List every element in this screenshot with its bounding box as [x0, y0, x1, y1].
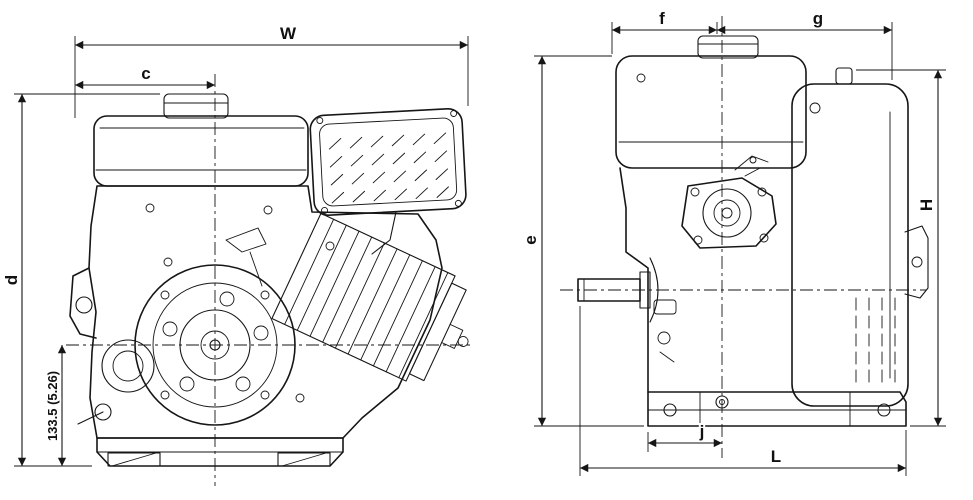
- engine-body-side: [69, 185, 443, 439]
- dimension-h: H: [856, 69, 946, 427]
- crankshaft: [577, 271, 651, 309]
- dim-label-w: W: [280, 24, 297, 43]
- mounting-base-side: [96, 437, 344, 467]
- dim-label-shaft-height: 133.5 (5.26): [45, 371, 60, 441]
- dimension-f: f: [611, 7, 718, 54]
- dim-label-j: j: [699, 422, 705, 441]
- dimension-c: c: [75, 62, 215, 90]
- dim-label-l: L: [771, 447, 781, 466]
- muffler: [309, 108, 467, 255]
- dimension-d: d: [0, 93, 160, 467]
- side-view: W c d 133.5 (5.26): [0, 22, 472, 486]
- fuel-tank-side: [93, 93, 309, 187]
- cylinder-fins: [271, 212, 469, 382]
- fuel-tank-end: [615, 35, 807, 169]
- side-view-centerlines: [66, 74, 472, 486]
- dim-label-h: H: [917, 199, 936, 211]
- dimension-j: j: [647, 420, 722, 452]
- crankcase-flange: [134, 264, 296, 426]
- dimension-shaft-height: 133.5 (5.26): [43, 345, 67, 466]
- mounting-base-end: [647, 391, 907, 427]
- dimension-e: e: [519, 55, 644, 427]
- end-view: f g e H j L: [519, 7, 946, 476]
- dim-label-c: c: [141, 64, 150, 83]
- dim-label-e: e: [521, 235, 540, 244]
- dimension-l: L: [579, 306, 907, 476]
- dim-label-g: g: [813, 9, 823, 28]
- recoil-housing: [791, 67, 929, 407]
- dim-label-d: d: [2, 275, 21, 285]
- engine-body-end: [619, 155, 777, 393]
- dimension-w: W: [74, 22, 469, 118]
- dim-label-f: f: [659, 9, 665, 28]
- dimension-g: g: [717, 7, 893, 80]
